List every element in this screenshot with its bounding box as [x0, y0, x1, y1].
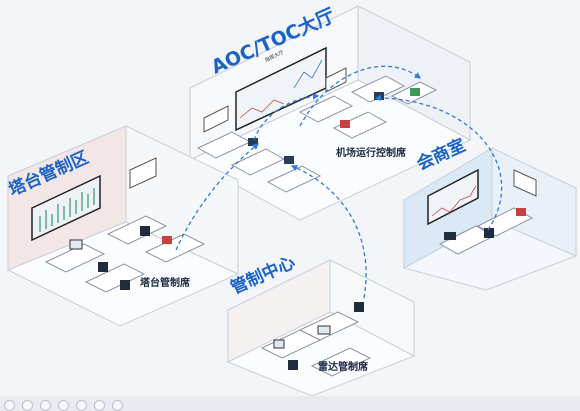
toolbar-dot-2[interactable] — [22, 400, 33, 411]
flow-radar-to-aoc — [290, 165, 367, 299]
toolbar-dot-6[interactable] — [94, 400, 105, 411]
tower-room: 塔台管制席 — [6, 125, 240, 327]
bottom-toolbar — [0, 396, 580, 411]
toolbar-dot-1[interactable] — [4, 400, 15, 411]
meeting-video-wall — [427, 168, 479, 226]
tower-seat-label: 塔台管制席 — [140, 276, 190, 289]
airport-ops-seat-label: 机场运行控制席 — [336, 146, 406, 159]
tower-video-wall — [31, 174, 101, 242]
toolbar-dot-5[interactable] — [76, 400, 87, 411]
flow-tower-to-aoc — [175, 143, 260, 251]
flow-aoc-loop-top — [253, 93, 320, 141]
toolbar-dot-3[interactable] — [40, 400, 51, 411]
radar-workstations — [260, 302, 372, 377]
meeting-workstations — [438, 207, 534, 255]
meeting-room — [402, 147, 578, 291]
toolbar-dot-7[interactable] — [112, 400, 123, 411]
flow-aoc-loop-right — [299, 65, 422, 127]
aoc-workstations — [196, 75, 438, 193]
data-flow-arrows — [175, 65, 503, 299]
tower-workstations — [44, 215, 206, 293]
toolbar-dot-4[interactable] — [58, 400, 69, 411]
radar-seat-label: 雷达管制席 — [318, 360, 368, 373]
radar-control-room: 雷达管制席 — [226, 259, 416, 397]
